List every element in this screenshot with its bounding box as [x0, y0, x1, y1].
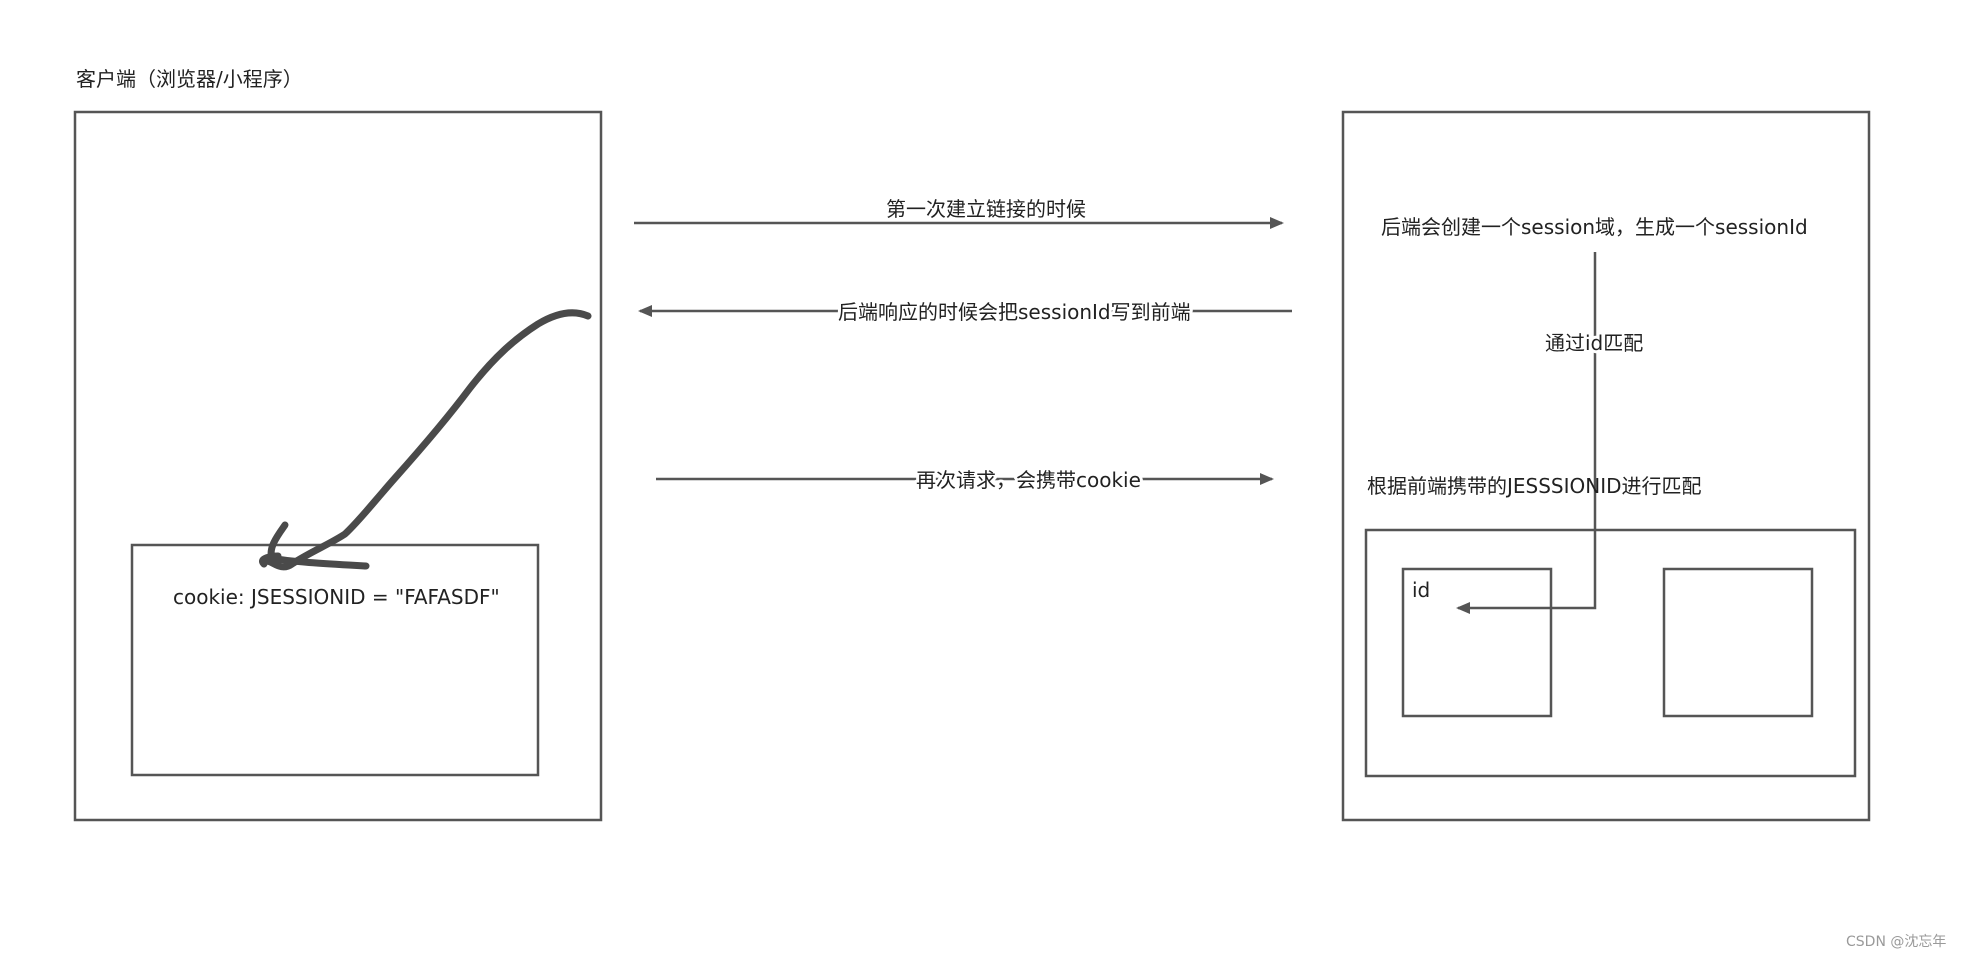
session-id-label: id	[1412, 578, 1430, 602]
match-by-id-connector	[1456, 252, 1597, 614]
client-title: 客户端（浏览器/小程序）	[76, 67, 303, 91]
second-request-label: 再次请求，会携带cookie	[916, 468, 1141, 492]
cookie-label: cookie: JSESSIONID = "FAFASDF"	[173, 585, 500, 609]
cookie-box	[130, 543, 540, 777]
client-box	[73, 110, 603, 822]
server-create-label: 后端会创建一个session域，生成一个sessionId	[1381, 215, 1808, 239]
session-entry-box	[1401, 567, 1553, 718]
session-entry-box-2	[1662, 567, 1814, 718]
session-store-box	[1364, 528, 1857, 778]
server-box	[1341, 110, 1871, 822]
response-label: 后端响应的时候会把sessionId写到前端	[838, 300, 1191, 324]
first-connection-label: 第一次建立链接的时候	[886, 197, 1086, 221]
handdrawn-arrowhead-stroke	[267, 521, 370, 570]
match-jsessionid-label: 根据前端携带的JESSSIONID进行匹配	[1367, 474, 1702, 498]
watermark: CSDN @沈忘年	[1846, 934, 1946, 950]
handdrawn-arrow-stroke	[259, 309, 592, 571]
match-by-id-label: 通过id匹配	[1545, 331, 1643, 355]
